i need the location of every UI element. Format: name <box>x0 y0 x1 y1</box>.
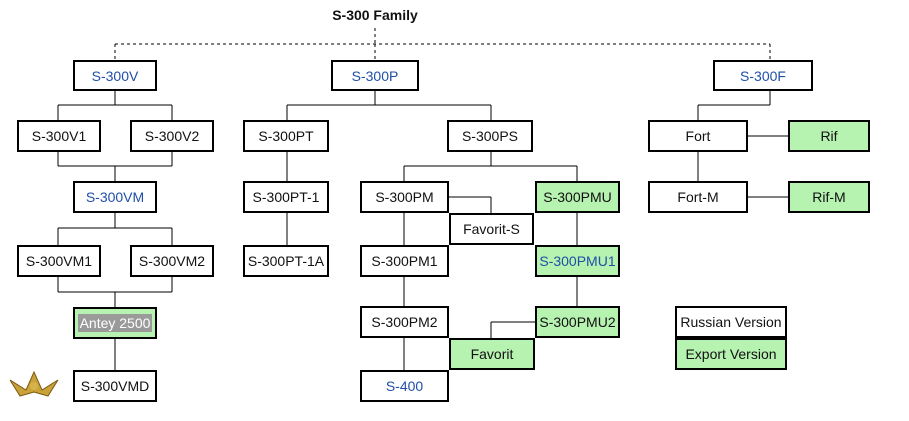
node-favorit-s: Favorit-S <box>449 213 534 245</box>
node-s300pm: S-300PM <box>360 181 449 213</box>
node-s300vm1: S-300VM1 <box>17 245 101 277</box>
node-fort-m: Fort-M <box>648 181 748 213</box>
legend-russian-version: Russian Version <box>675 306 787 338</box>
node-s300v: S-300V <box>73 60 157 91</box>
diagram-title: S-300 Family <box>332 7 418 23</box>
node-s400: S-400 <box>360 370 449 402</box>
node-rif: Rif <box>788 120 870 152</box>
node-fort: Fort <box>648 120 748 152</box>
node-s300pmu1: S-300PMU1 <box>535 245 620 277</box>
node-s300vm: S-300VM <box>73 181 157 213</box>
node-s300pm2: S-300PM2 <box>360 306 449 338</box>
node-s300pt1a: S-300PT-1A <box>243 245 329 277</box>
node-s300f: S-300F <box>713 60 813 91</box>
node-s300v1: S-300V1 <box>17 120 101 152</box>
node-s300pm1: S-300PM1 <box>360 245 449 277</box>
node-s300pmu2: S-300PMU2 <box>535 306 620 338</box>
node-s300v2: S-300V2 <box>130 120 214 152</box>
node-favorit: Favorit <box>449 338 535 370</box>
legend-export-version: Export Version <box>675 338 787 370</box>
node-s300vm2: S-300VM2 <box>130 245 214 277</box>
node-rif-m: Rif-M <box>788 181 870 213</box>
node-s300ps: S-300PS <box>447 120 533 152</box>
forum-logo <box>4 370 64 416</box>
node-antey-2500: Antey 2500 <box>73 307 157 339</box>
node-s300p: S-300P <box>331 60 419 91</box>
node-s300vmd: S-300VMD <box>73 370 157 402</box>
node-s300pmu: S-300PMU <box>535 181 620 213</box>
node-s300pt: S-300PT <box>243 120 329 152</box>
node-s300pt1: S-300PT-1 <box>243 181 329 213</box>
node-antey-2500-label: Antey 2500 <box>77 314 153 332</box>
